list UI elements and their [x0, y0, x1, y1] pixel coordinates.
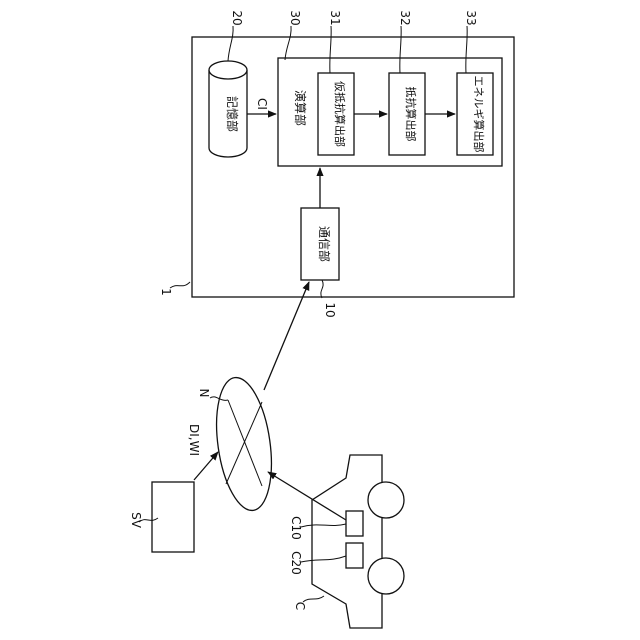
- vehicle-wheel-front: [368, 482, 404, 518]
- signal-ci-label: CI: [255, 98, 269, 110]
- ref-c10: C10: [289, 516, 303, 540]
- vehicle-device-c20: [346, 543, 363, 568]
- ref-20: 20: [230, 10, 244, 25]
- signal-di-wi-label: DI,WI: [187, 424, 201, 456]
- network-ellipse: [209, 374, 279, 514]
- ref-n: N: [197, 389, 211, 398]
- arrow-network-to-comm: [264, 282, 309, 390]
- arrow-server-to-network: [194, 452, 218, 480]
- ref-c20: C20: [289, 551, 303, 575]
- communication-unit-label: 通信部: [317, 226, 332, 262]
- ref-1: 1: [159, 288, 173, 296]
- vehicle-wheel-rear: [368, 558, 404, 594]
- vehicle-device-c10: [346, 511, 363, 536]
- leader-1: [170, 282, 190, 288]
- energy-label: エネルギ算出部: [472, 76, 486, 153]
- storage-unit-label: 記憶部: [225, 96, 240, 132]
- ref-sv: SV: [129, 512, 143, 529]
- ref-33: 33: [464, 10, 478, 25]
- ref-10: 10: [323, 302, 337, 317]
- provisional-resistance-label: 仮抵抗算出部: [333, 81, 347, 147]
- ref-32: 32: [398, 10, 412, 25]
- resistance-label: 抵抗算出部: [404, 87, 418, 142]
- ref-31: 31: [328, 10, 342, 25]
- server-box: [152, 482, 194, 552]
- ref-30: 30: [288, 10, 302, 25]
- ref-c: C: [293, 602, 307, 610]
- computation-unit-label: 演算部: [293, 90, 308, 126]
- vehicle-body: [312, 455, 382, 628]
